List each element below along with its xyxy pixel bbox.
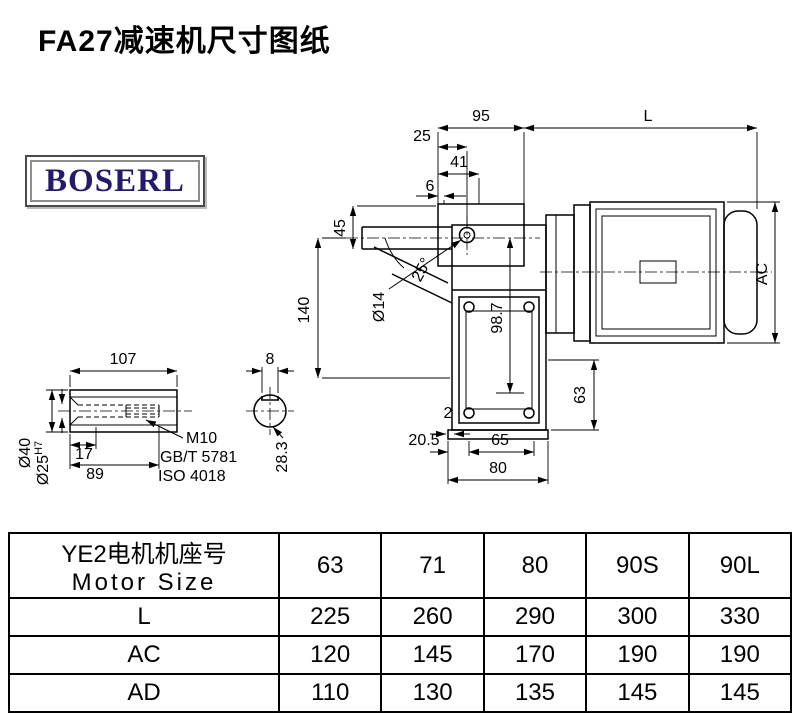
cell-L-63: 225 xyxy=(277,597,383,637)
boserl-logo-frame: BOSERL xyxy=(30,160,200,202)
table-row-AD: AD 110 130 135 145 145 xyxy=(8,673,793,713)
page-title: FA27减速机尺寸图纸 xyxy=(38,25,331,58)
dim-65-label: 65 xyxy=(491,432,509,449)
dim-20-5-label: 20.5 xyxy=(408,432,439,449)
row-label-AC: AC xyxy=(8,635,280,675)
frame-size-80: 80 xyxy=(482,532,588,599)
cell-AC-80: 170 xyxy=(482,635,588,675)
dim-80-label: 80 xyxy=(489,460,507,477)
dim-angle25-label: 25° xyxy=(409,255,435,284)
cell-AD-90S: 145 xyxy=(585,673,690,713)
dim-45-label: 45 xyxy=(332,219,349,237)
dim-28-3-label: 28.3 xyxy=(274,441,291,472)
table-header-row: YE2电机机座号 Motor Size 63 71 80 90S 90L xyxy=(8,532,793,599)
standard-iso-label: ISO 4018 xyxy=(158,468,226,485)
dim-98-7-label: 98.7 xyxy=(489,302,506,333)
keyway-section: 8 28.3 xyxy=(246,351,294,473)
dim-89-label: 89 xyxy=(86,466,104,483)
cell-L-80: 290 xyxy=(482,597,588,637)
dim-25-label: 25 xyxy=(413,128,431,145)
standard-gbt-label: GB/T 5781 xyxy=(160,449,237,466)
cell-L-71: 260 xyxy=(380,597,485,637)
table-header-cn: YE2电机机座号 xyxy=(61,541,227,568)
cell-L-90L: 330 xyxy=(687,597,793,637)
dim-107-label: 107 xyxy=(110,351,137,368)
dim-8-label: 8 xyxy=(266,351,275,368)
cell-AC-90L: 190 xyxy=(687,635,793,675)
frame-size-63: 63 xyxy=(277,532,383,599)
gearbox-input-section xyxy=(346,203,540,304)
dim-6-label: 6 xyxy=(426,178,435,195)
dim-2-label: 2 xyxy=(444,405,453,422)
cell-AD-71: 130 xyxy=(380,673,485,713)
technical-drawing: 95 L 25 41 6 xyxy=(17,108,780,485)
title-bar: FA27减速机尺寸图纸 xyxy=(0,0,800,75)
dim-dia14-label: Ø14 xyxy=(371,292,388,322)
table-header-motor-size: YE2电机机座号 Motor Size xyxy=(8,532,280,599)
cell-AD-63: 110 xyxy=(277,673,383,713)
shaft-detail: 107 17 89 Ø40 xyxy=(17,351,237,485)
dim-dia40-label: Ø40 xyxy=(17,438,34,468)
row-label-AD: AD xyxy=(8,673,280,713)
cell-AC-71: 145 xyxy=(380,635,485,675)
boserl-logo-text: BOSERL xyxy=(45,162,185,199)
dim-AC-label: AC xyxy=(754,263,771,285)
cell-AC-63: 120 xyxy=(277,635,383,675)
cell-L-90S: 300 xyxy=(585,597,690,637)
dims-left: 45 140 Ø14 25° xyxy=(296,205,462,379)
dims-right: AC 98.7 63 xyxy=(489,201,780,431)
dim-140-label: 140 xyxy=(296,297,313,324)
thread-m10-label: M10 xyxy=(186,430,217,447)
table-row-L: L 225 260 290 300 330 xyxy=(8,597,793,637)
dim-L-label: L xyxy=(644,108,653,125)
boserl-logo: BOSERL xyxy=(25,155,205,207)
row-label-L: L xyxy=(8,597,280,637)
table-row-AC: AC 120 145 170 190 190 xyxy=(8,635,793,675)
motor-body xyxy=(540,201,772,344)
drawing-area: 95 L 25 41 6 xyxy=(0,75,800,530)
cell-AD-80: 135 xyxy=(482,673,588,713)
dims-bottom: 2 20.5 65 80 xyxy=(408,405,549,484)
dim-dia25-label: Ø25H7 xyxy=(33,441,52,485)
frame-size-90L: 90L xyxy=(687,532,793,599)
frame-size-71: 71 xyxy=(380,532,485,599)
dims-top: 95 L 25 41 6 xyxy=(413,108,758,225)
dim-17-label: 17 xyxy=(75,446,93,463)
dim-63-label: 63 xyxy=(572,386,589,404)
dim-41-label: 41 xyxy=(450,154,468,171)
table-header-en: Motor Size xyxy=(71,569,217,596)
motor-size-table: YE2电机机座号 Motor Size 63 71 80 90S 90L L 2… xyxy=(8,532,793,713)
cell-AD-90L: 145 xyxy=(687,673,793,713)
frame-size-90S: 90S xyxy=(585,532,690,599)
dim-95-label: 95 xyxy=(472,108,490,125)
cell-AC-90S: 190 xyxy=(585,635,690,675)
